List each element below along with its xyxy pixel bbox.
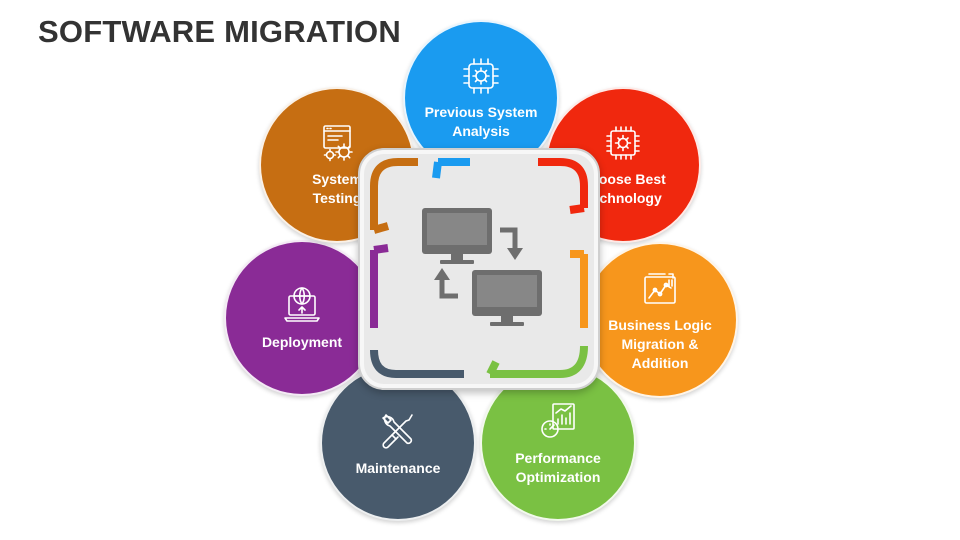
transfer-arrows-icon	[439, 227, 518, 299]
center-migration-box	[358, 148, 600, 390]
step-label: Business Logic Migration & Addition	[608, 316, 712, 371]
step-performance-optimization: Performance Optimization	[480, 365, 636, 521]
step-label: Maintenance	[355, 459, 441, 476]
chip-gear-icon	[602, 122, 644, 164]
segment-green	[490, 345, 588, 378]
analytics-board-icon	[639, 268, 681, 310]
source-computer-icon	[422, 208, 492, 264]
step-deployment: Deployment	[224, 240, 380, 396]
step-business-logic-migration: Business Logic Migration & Addition	[582, 242, 738, 398]
segment-slate	[370, 349, 464, 378]
chip-gear-icon	[460, 55, 502, 97]
slide-title: SOFTWARE MIGRATION	[38, 14, 401, 49]
laptop-upload-icon	[281, 285, 323, 327]
speedometer-chart-icon	[537, 399, 579, 441]
step-label: System Testing	[312, 171, 362, 206]
step-label: Performance Optimization	[515, 450, 601, 485]
window-gears-icon	[316, 122, 358, 164]
segment-brown	[370, 158, 418, 230]
cycle-frame	[370, 158, 588, 378]
wrench-screwdriver-icon	[377, 409, 419, 451]
segment-red	[538, 158, 588, 208]
target-computer-icon	[472, 270, 542, 326]
step-label: Deployment	[261, 333, 343, 350]
step-maintenance: Maintenance	[320, 365, 476, 521]
step-label: Previous System Analysis	[424, 104, 538, 139]
